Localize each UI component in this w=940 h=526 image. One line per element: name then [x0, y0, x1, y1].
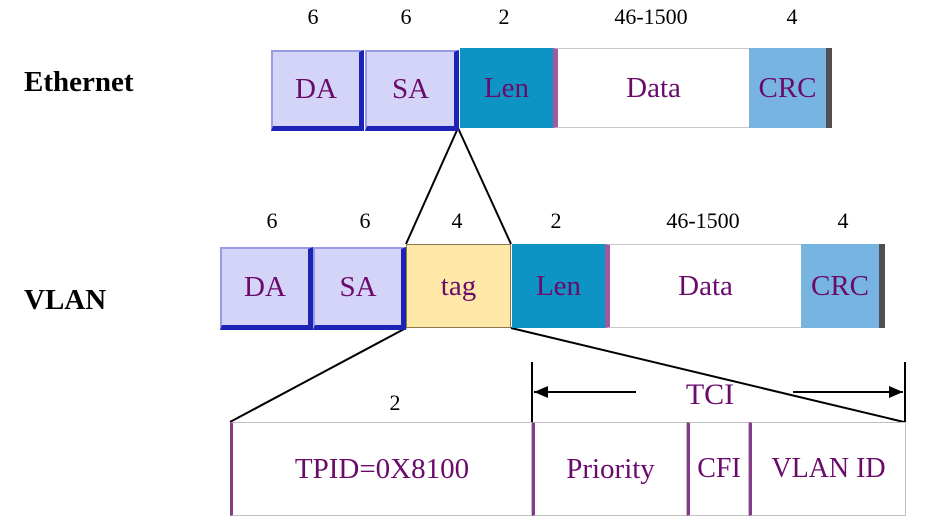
tci-arrowhead-left [534, 386, 548, 398]
vlan-size-data: 46-1500 [666, 208, 740, 233]
vlan-size-crc: 4 [837, 208, 849, 233]
vlan-field-da: DA [220, 247, 313, 330]
ethernet-label: Ethernet [24, 66, 134, 98]
eth-field-crc: CRC [749, 48, 832, 128]
eth-field-len: Len [460, 48, 553, 128]
tag-to-detail-right [510, 327, 905, 423]
vlan-field-crc: CRC [801, 244, 885, 328]
vlan-field-len: Len [512, 244, 605, 328]
vlan-label: VLAN [24, 284, 107, 316]
vlan-size-sa: 6 [359, 208, 371, 233]
vlan-size-len: 2 [550, 208, 562, 233]
vlan-field-sa: SA [313, 247, 406, 330]
tag-field-tpid: TPID=0X8100 [230, 422, 532, 516]
eth-size-da: 6 [307, 4, 319, 29]
tag-field-vlan-id: VLAN ID [749, 422, 906, 516]
vlan-size-da: 6 [266, 208, 278, 233]
vlan-size-tag: 4 [451, 208, 463, 233]
eth-field-data: Data [553, 48, 749, 128]
eth-size-len: 2 [498, 4, 510, 29]
tag-to-tpid-left [229, 327, 407, 423]
eth-field-sa: SA [365, 50, 459, 131]
tci-arrowhead-right [889, 386, 903, 398]
eth-size-data: 46-1500 [614, 4, 688, 29]
vlan-field-tag: tag [406, 244, 511, 328]
eth-len-to-tag-right [457, 127, 512, 245]
eth-size-crc: 4 [786, 4, 798, 29]
vlan-field-data: Data [605, 244, 801, 328]
eth-field-da: DA [271, 50, 364, 131]
tag-field-cfi: CFI [687, 422, 749, 516]
tpid-size: 2 [389, 390, 401, 415]
tag-field-priority: Priority [532, 422, 687, 516]
tci-label: TCI [685, 378, 735, 411]
eth-len-to-tag-left [405, 127, 459, 245]
eth-size-sa: 6 [400, 4, 412, 29]
